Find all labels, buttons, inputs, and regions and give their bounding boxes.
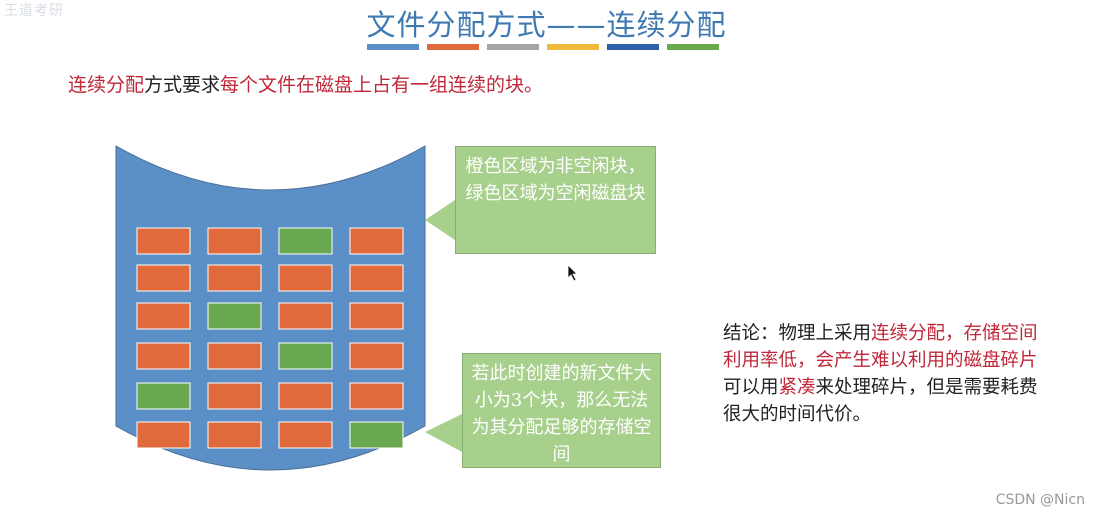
intro-plain: 方式要求 <box>144 74 221 96</box>
disk-block-used <box>136 342 191 370</box>
disk-block-used <box>207 382 262 410</box>
disk-block-used <box>278 264 333 292</box>
title-bar-4 <box>607 44 659 50</box>
disk-block-free <box>278 227 333 255</box>
title-bar-0 <box>367 44 419 50</box>
disk-cylinder <box>115 145 426 471</box>
intro-highlight-1: 连续分配 <box>68 74 145 96</box>
conclusion-label: 结论：物理上采用 <box>723 323 872 344</box>
title-bar-2 <box>487 44 539 50</box>
disk-block-free <box>136 382 191 410</box>
conclusion-line2a: 可以用 <box>723 377 779 398</box>
slide-title: 文件分配方式——连续分配 <box>366 8 727 42</box>
disk-block-used <box>207 264 262 292</box>
disk-block-used <box>278 302 333 330</box>
title-bar-1 <box>427 44 479 50</box>
conclusion-compaction: 紧凑 <box>778 377 816 398</box>
title-bar-3 <box>547 44 599 50</box>
disk-block-free <box>349 421 404 449</box>
title-bar-5 <box>667 44 719 50</box>
disk-block-used <box>136 421 191 449</box>
disk-block-used <box>207 342 262 370</box>
logo-watermark: 王道考研 <box>4 3 64 19</box>
callout-block-legend: 橙色区域为非空闲块，绿色区域为空闲磁盘块 <box>455 146 656 254</box>
intro-highlight-2: 每个文件在磁盘上占有一组连续的块。 <box>220 74 544 96</box>
csdn-watermark: CSDN @Nicn <box>995 492 1085 508</box>
disk-block-used <box>278 421 333 449</box>
conclusion-highlight: 连续分配，存储空间利用率低，会产生难以利用的磁盘碎片 <box>723 323 1038 371</box>
disk-block-used <box>349 227 404 255</box>
disk-block-used <box>278 382 333 410</box>
disk-block-free <box>207 302 262 330</box>
disk-block-used <box>136 227 191 255</box>
disk-block-used <box>207 227 262 255</box>
disk-block-used <box>349 382 404 410</box>
callout-pointer-top <box>425 200 455 240</box>
disk-block-used <box>349 264 404 292</box>
callout-pointer-bottom <box>425 414 462 452</box>
disk-block-used <box>136 264 191 292</box>
disk-block-used <box>349 342 404 370</box>
disk-block-used <box>207 421 262 449</box>
title-color-bars <box>367 44 719 50</box>
disk-block-free <box>278 342 333 370</box>
disk-block-used <box>349 302 404 330</box>
intro-text: 连续分配方式要求每个文件在磁盘上占有一组连续的块。 <box>68 70 543 97</box>
conclusion-line2b: 来处理碎片，但是需要耗费很大的时间代价。 <box>723 377 1038 425</box>
disk-block-used <box>136 302 191 330</box>
conclusion-text: 结论：物理上采用连续分配，存储空间利用率低，会产生难以利用的磁盘碎片 可以用紧凑… <box>723 320 1043 428</box>
callout-no-space: 若此时创建的新文件大小为3个块，那么无法为其分配足够的存储空间 <box>462 353 661 468</box>
mouse-cursor-icon <box>567 264 578 282</box>
